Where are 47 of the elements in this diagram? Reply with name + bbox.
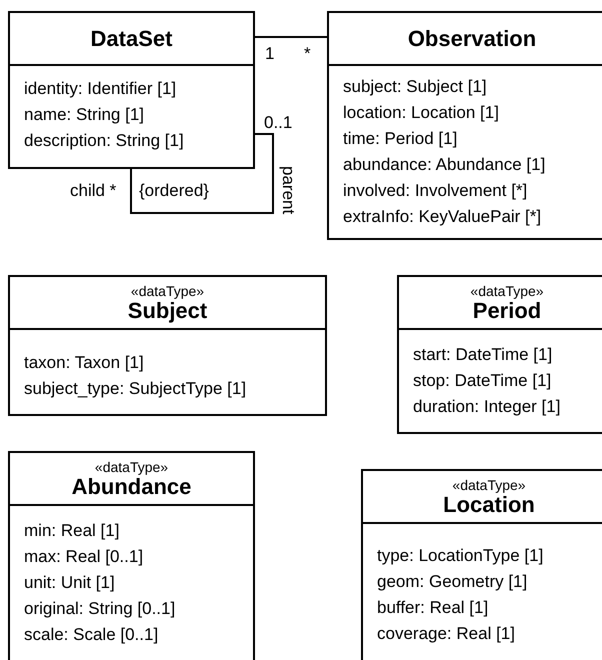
- stereotype-label: «dataType»: [94, 458, 168, 474]
- attribute-text: scale: Scale [0..1]: [24, 624, 158, 646]
- attribute-text: name: String [1]: [24, 104, 144, 126]
- attribute-text: taxon: Taxon [1]: [24, 352, 144, 374]
- multiplicity-label: *: [304, 44, 311, 64]
- class-name: Location: [443, 492, 535, 516]
- class-name: Subject: [128, 298, 208, 322]
- attribute-text: description: String [1]: [24, 130, 184, 152]
- attribute-text: location: Location [1]: [343, 102, 499, 124]
- attribute-text: involved: Involvement [*]: [343, 180, 528, 202]
- stereotype-label: «dataType»: [130, 282, 204, 298]
- attribute-text: unit: Unit [1]: [24, 572, 115, 594]
- class-box: [361, 469, 602, 660]
- stereotype-label: «dataType»: [452, 476, 526, 492]
- class-name: DataSet: [90, 26, 172, 50]
- class-box: [8, 451, 255, 660]
- attribute-text: subject: Subject [1]: [343, 76, 487, 98]
- attribute-text: coverage: Real [1]: [377, 623, 515, 645]
- constraint-label: {ordered}: [139, 181, 209, 201]
- attribute-text: geom: Geometry [1]: [377, 571, 528, 593]
- association-line: [130, 133, 274, 214]
- attribute-text: type: LocationType [1]: [377, 545, 544, 567]
- attribute-text: min: Real [1]: [24, 520, 120, 542]
- role-label: child *: [70, 181, 116, 201]
- attribute-text: buffer: Real [1]: [377, 597, 488, 619]
- attribute-text: extraInfo: KeyValuePair [*]: [343, 206, 542, 228]
- multiplicity-label: 1: [265, 44, 274, 64]
- multiplicity-label: 0..1: [264, 113, 292, 133]
- class-box: [327, 11, 602, 240]
- attribute-text: max: Real [0..1]: [24, 546, 144, 568]
- attribute-text: stop: DateTime [1]: [413, 370, 552, 392]
- class-box: [8, 275, 327, 416]
- attribute-text: identity: Identifier [1]: [24, 78, 176, 100]
- attribute-text: original: String [0..1]: [24, 598, 176, 620]
- class-box: [8, 11, 255, 169]
- class-name: Observation: [408, 26, 536, 50]
- attribute-text: duration: Integer [1]: [413, 396, 560, 418]
- attribute-text: start: DateTime [1]: [413, 344, 552, 366]
- role-label: parent: [278, 166, 298, 214]
- class-box: [397, 275, 602, 434]
- association-line: [255, 36, 327, 38]
- attribute-text: subject_type: SubjectType [1]: [24, 378, 246, 400]
- stereotype-label: «dataType»: [470, 282, 544, 298]
- attribute-text: time: Period [1]: [343, 128, 458, 150]
- class-name: Abundance: [72, 474, 192, 498]
- class-name: Period: [472, 298, 542, 322]
- attribute-text: abundance: Abundance [1]: [343, 154, 546, 176]
